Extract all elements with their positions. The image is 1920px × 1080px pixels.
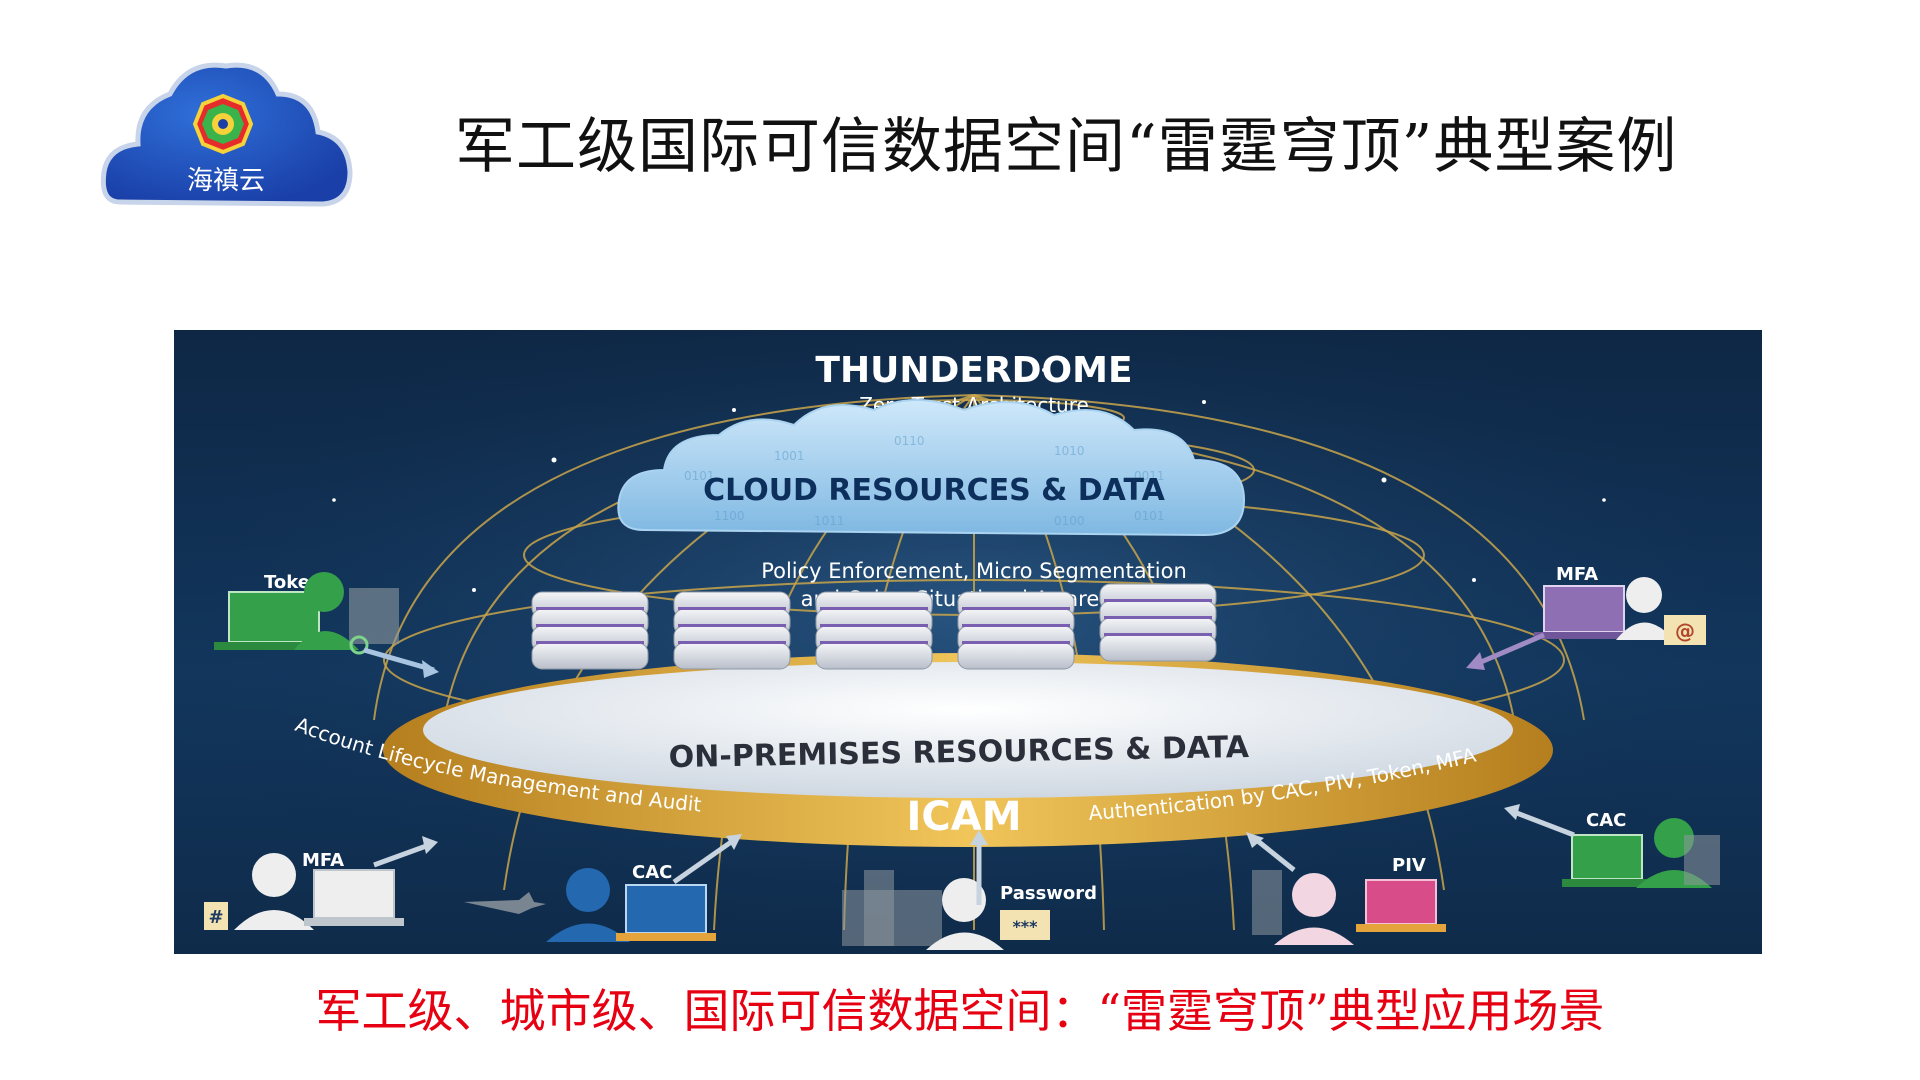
mfa-bl-arrow-icon [373, 842, 430, 868]
page-title: 军工级国际可信数据空间“雷霆穹顶”典型案例 [455, 112, 1678, 182]
svg-text:0100: 0100 [1054, 514, 1085, 528]
token-user: Token [214, 572, 439, 678]
password-user: Password *** [842, 830, 1097, 950]
cac-arrow-icon [672, 837, 736, 885]
email-glyph: @ [1675, 619, 1695, 643]
thunderdome-diagram: THUNDERDOME Zero Trust Architecture 0101… [174, 330, 1762, 954]
piv-laptop-icon [1365, 879, 1437, 925]
svg-text:1010: 1010 [1054, 444, 1085, 458]
cac-right-user: CAC [1504, 804, 1720, 888]
cac-right-laptop-icon [1571, 834, 1643, 880]
hash-badge-icon [204, 902, 228, 930]
server-stack-icon [815, 591, 933, 670]
email-icon [1664, 615, 1706, 645]
password-person-icon [942, 878, 986, 922]
mfa-person-icon [1626, 577, 1662, 613]
cloud-resources-label: CLOUD RESOURCES & DATA [703, 473, 1166, 508]
slide-caption: 军工级、城市级、国际可信数据空间：“雷霆穹顶”典型应用场景 [315, 984, 1605, 1038]
mfa-bottom-left-user: MFA # [204, 836, 438, 930]
mfa-bottom-left-label: MFA [302, 850, 344, 871]
token-arrow-icon [363, 647, 435, 673]
token-person-icon [304, 572, 344, 612]
piv-building-icon [1252, 870, 1282, 935]
policy-line-1: Policy Enforcement, Micro Segmentation [761, 559, 1187, 583]
svg-text:1001: 1001 [774, 449, 805, 463]
haizhenyun-logo: 海禛云 [100, 62, 353, 207]
onprem-platform [423, 662, 1513, 798]
cac-laptop-icon [625, 884, 707, 934]
logo-text: 海禛云 [187, 166, 265, 196]
cac-bottom-label: CAC [632, 862, 672, 883]
piv-person-icon [1292, 873, 1336, 917]
octagon-emblem-icon [192, 93, 254, 155]
piv-label: PIV [1392, 855, 1426, 876]
server-stack-icon [957, 591, 1075, 670]
mfa-top-right-label: MFA [1556, 564, 1598, 585]
mfa-laptop-icon [1543, 585, 1625, 633]
piv-arrow-icon [1252, 836, 1296, 872]
cac-right-arrow-icon [1513, 809, 1575, 838]
mfa-arrow-icon [1473, 632, 1545, 668]
password-label: Password [1000, 883, 1097, 904]
mfa-bl-person-icon [252, 853, 296, 897]
server-stacks [531, 583, 1217, 670]
piv-user: PIV [1246, 832, 1446, 945]
token-laptop-icon [228, 591, 320, 643]
svg-text:0101: 0101 [684, 469, 715, 483]
thunderdome-title: THUNDERDOME [815, 350, 1132, 391]
server-stack-icon [1099, 583, 1217, 662]
mfa-bl-laptop-icon [313, 869, 395, 919]
key-icon [349, 635, 369, 655]
icam-label: ICAM [907, 794, 1022, 840]
airplane-icon [464, 892, 546, 914]
svg-text:0101: 0101 [1134, 509, 1165, 523]
svg-text:0011: 0011 [1134, 469, 1165, 483]
cac-right-building-icon [1684, 835, 1720, 885]
svg-text:1011: 1011 [814, 514, 845, 528]
hash-glyph: # [208, 907, 223, 928]
server-stack-icon [531, 591, 649, 670]
server-stack-icon [673, 591, 791, 670]
cac-soldier-icon [566, 868, 610, 912]
password-card-icon [1000, 910, 1050, 940]
svg-text:0110: 0110 [894, 434, 925, 448]
svg-text:1100: 1100 [714, 509, 745, 523]
cloud-resources: 0101 1001 0110 1010 0011 1100 0101 1011 0100 C… [617, 399, 1246, 537]
cac-bottom-user: CAC [464, 834, 742, 942]
cac-right-label: CAC [1586, 810, 1626, 831]
cloud-icon [617, 399, 1246, 537]
password-mask: *** [1012, 917, 1038, 936]
mfa-top-right-user: MFA @ [1466, 564, 1706, 670]
